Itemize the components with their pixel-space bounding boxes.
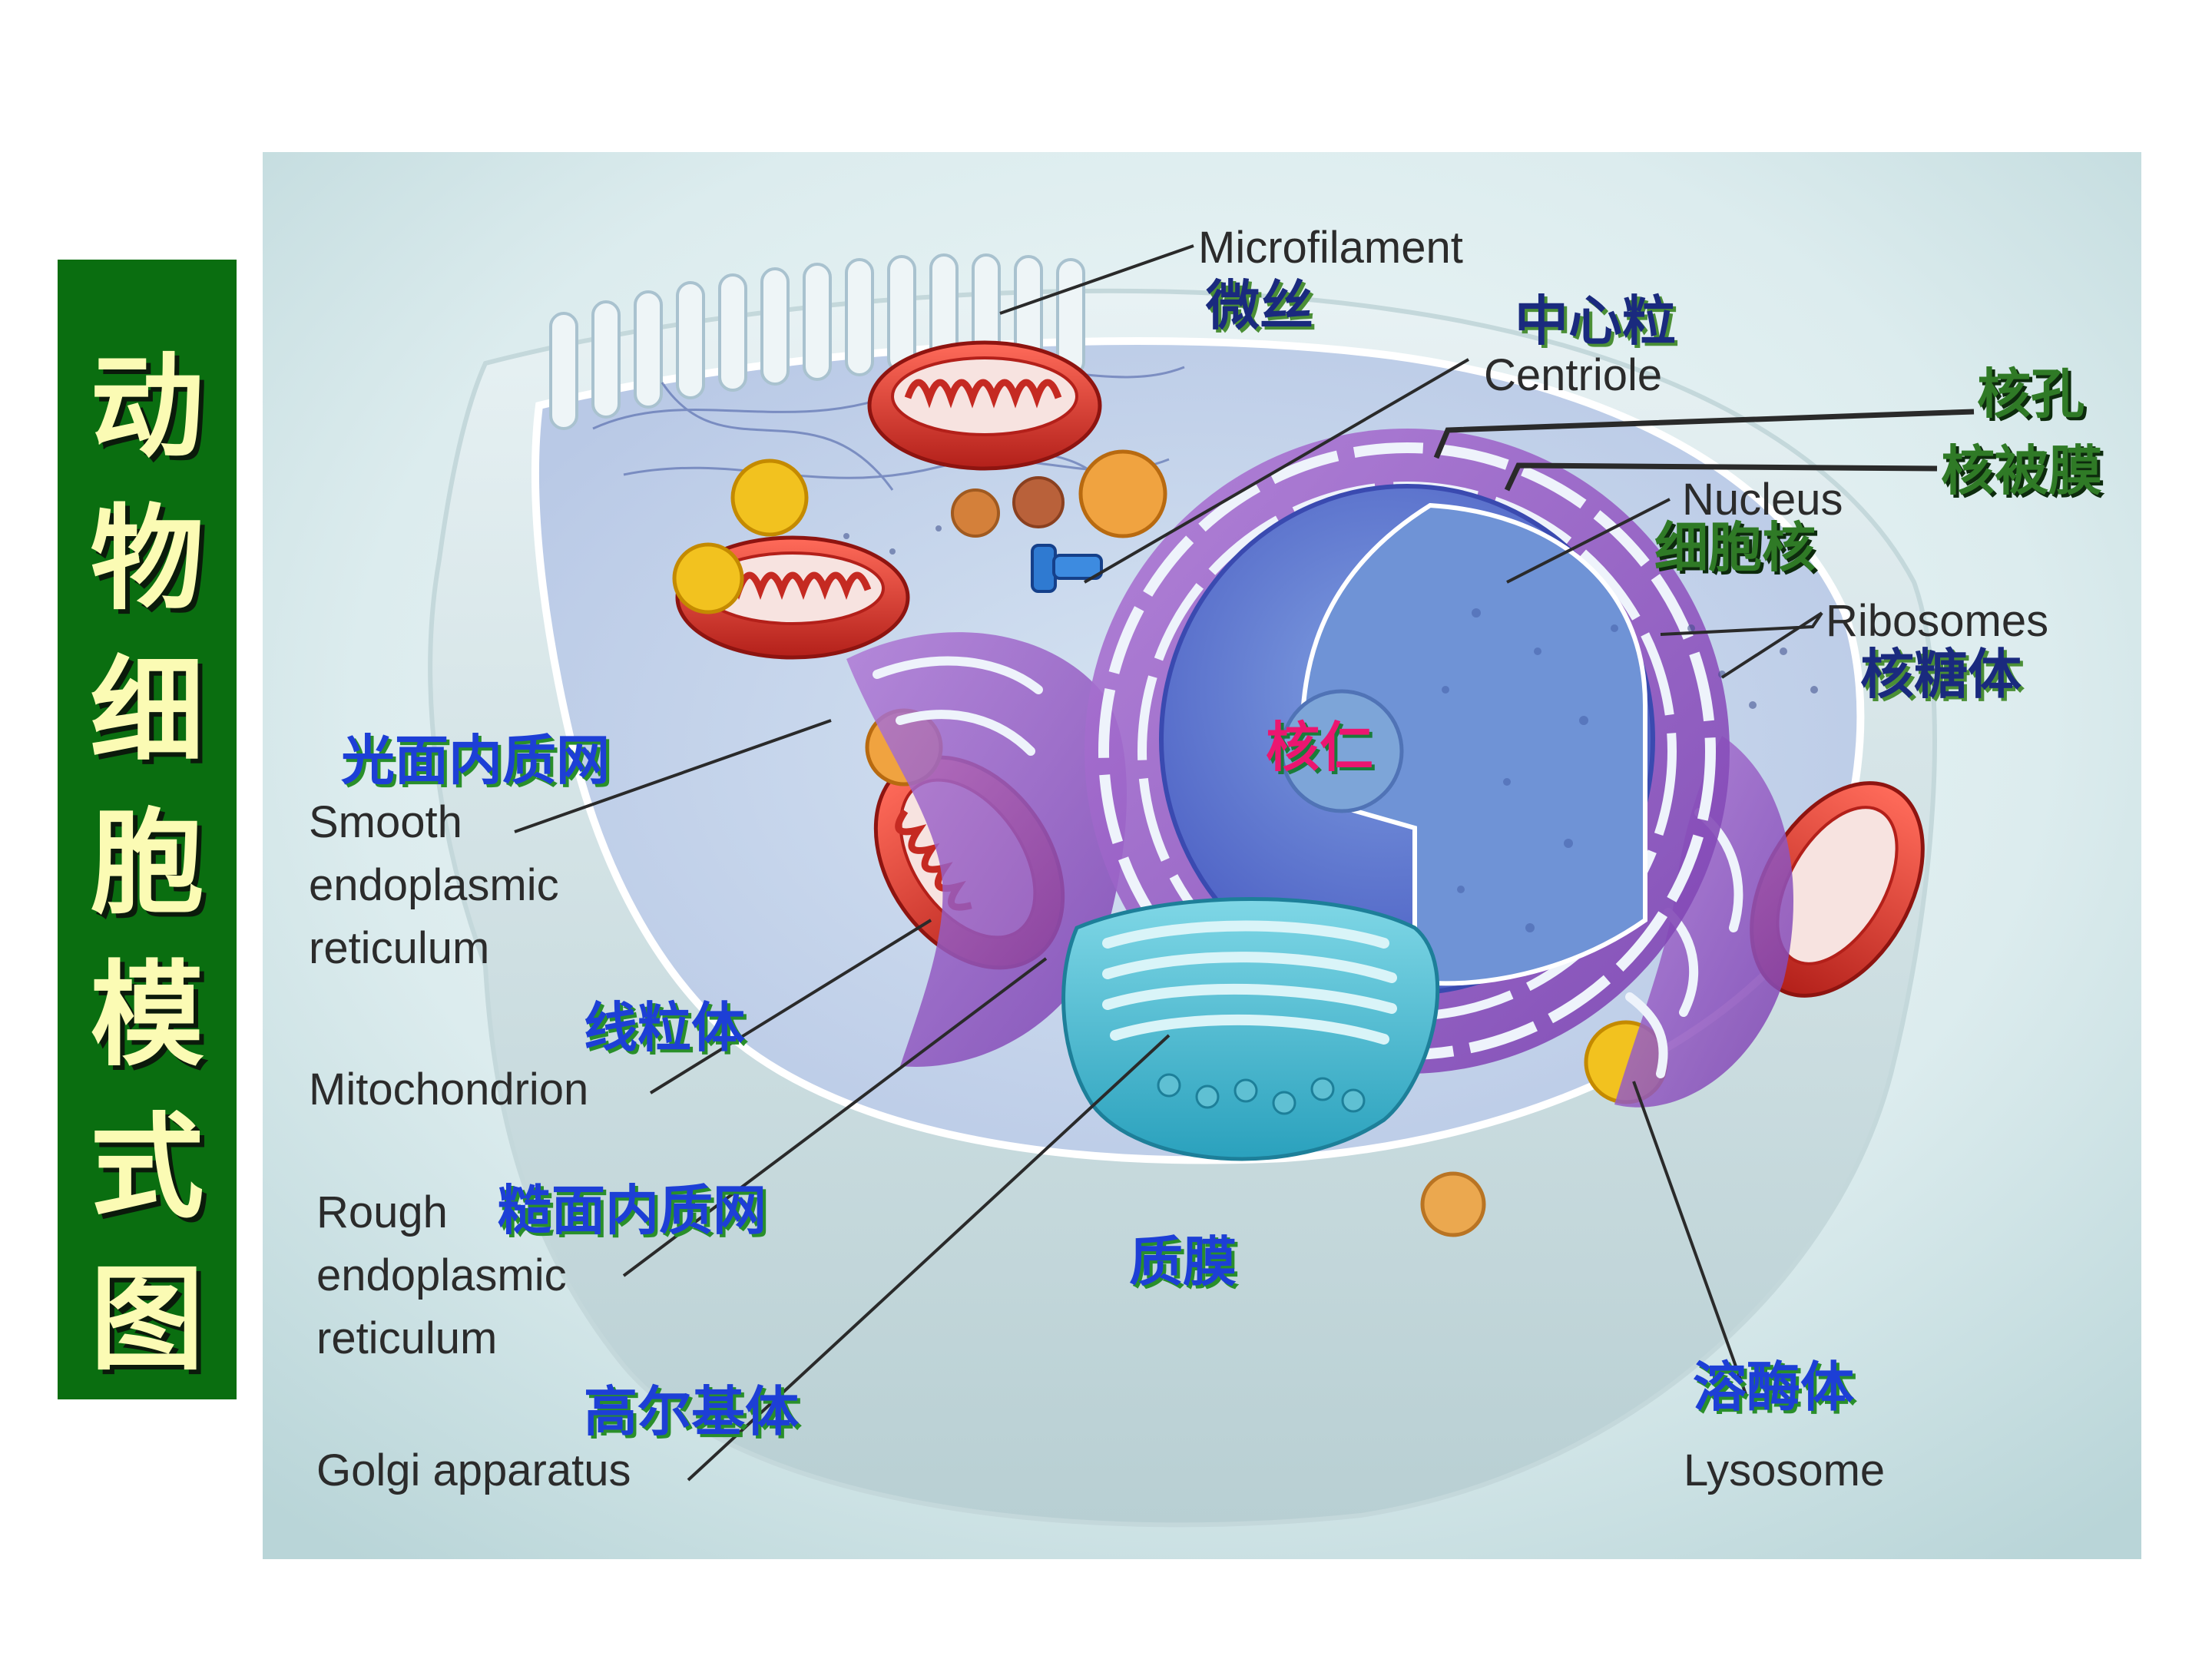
label-smooth-er-en-3: reticulum [309, 923, 490, 973]
label-mitochondrion-en: Mitochondrion [309, 1065, 589, 1114]
leader-lines [514, 244, 1975, 1482]
ribosome-dots [843, 525, 1818, 709]
leader-golgi [687, 1034, 1171, 1482]
label-rough-er-en-2: endoplasmic [316, 1250, 567, 1300]
title-char: 细 [90, 644, 204, 777]
label-smooth-er-cn: 光面内质网 [341, 729, 610, 792]
label-microfilament-en: Microfilament [1198, 223, 1463, 273]
leader-nucleus [1506, 498, 1671, 584]
label-nucleus-en: Nucleus [1682, 475, 1843, 525]
mitochondrion-top [867, 340, 1102, 471]
title-char: 物 [90, 492, 204, 625]
microvilli [549, 253, 1085, 430]
title-char: 式 [90, 1100, 204, 1233]
title-char: 动 [90, 339, 204, 473]
label-lysosome-cn: 溶酶体 [1693, 1356, 1854, 1419]
title-char: 模 [90, 948, 204, 1081]
leader-ribosomes [1660, 611, 1823, 679]
label-microfilament-cn: 微丝 [1206, 274, 1313, 337]
label-nuclear-pore-cn: 核孔 [1977, 363, 2085, 426]
label-lysosome-en: Lysosome [1684, 1445, 1886, 1495]
label-plasma-membrane-cn: 质膜 [1129, 1230, 1237, 1293]
leader-microfilament [999, 244, 1194, 315]
label-nuclear-envelope-cn: 核被膜 [1941, 439, 2102, 502]
golgi-apparatus [1061, 897, 1440, 1161]
label-smooth-er-en-1: Smooth [309, 797, 462, 847]
nucleolus [1280, 689, 1404, 813]
mitochondrion-right [1750, 781, 1925, 998]
title-char: 图 [90, 1252, 204, 1386]
leader-nuclear-pore [1433, 409, 1975, 459]
label-rough-er-en-3: reticulum [316, 1313, 498, 1363]
leader-smooth-er [514, 719, 832, 833]
label-rough-er-en-1: Rough [316, 1187, 448, 1237]
endoplasmic-reticulum [846, 632, 1794, 1108]
title-banner: 动 物 细 胞 模 式 图 [58, 260, 237, 1399]
leader-lysosome [1632, 1081, 1748, 1397]
label-nucleolus-cn: 核仁 [1266, 716, 1373, 779]
label-centriole-en: Centriole [1484, 350, 1663, 400]
label-ribosomes-en: Ribosomes [1826, 596, 2049, 646]
leader-mitochondrion [649, 919, 932, 1094]
label-centriole-cn: 中心粒 [1515, 290, 1676, 353]
label-golgi-cn: 高尔基体 [584, 1380, 799, 1443]
label-nucleus-cn: 细胞核 [1654, 516, 1816, 579]
centriole [1031, 544, 1103, 593]
leader-centriole [1083, 358, 1470, 584]
cell-illustration-panel: Microfilament 微丝 中心粒 Centriole 核孔 核被膜 Nu… [263, 152, 2141, 1559]
label-ribosomes-cn: 核糖体 [1860, 643, 2022, 706]
label-golgi-en: Golgi apparatus [316, 1445, 631, 1495]
cell-illustration [263, 152, 2141, 1559]
label-mitochondrion-cn: 线粒体 [584, 996, 745, 1059]
leader-nuclear-envelope [1504, 462, 1938, 492]
label-rough-er-cn: 糙面内质网 [498, 1179, 767, 1242]
title-char: 胞 [90, 796, 204, 929]
leader-rough-er [622, 957, 1048, 1277]
label-smooth-er-en-2: endoplasmic [309, 860, 559, 910]
